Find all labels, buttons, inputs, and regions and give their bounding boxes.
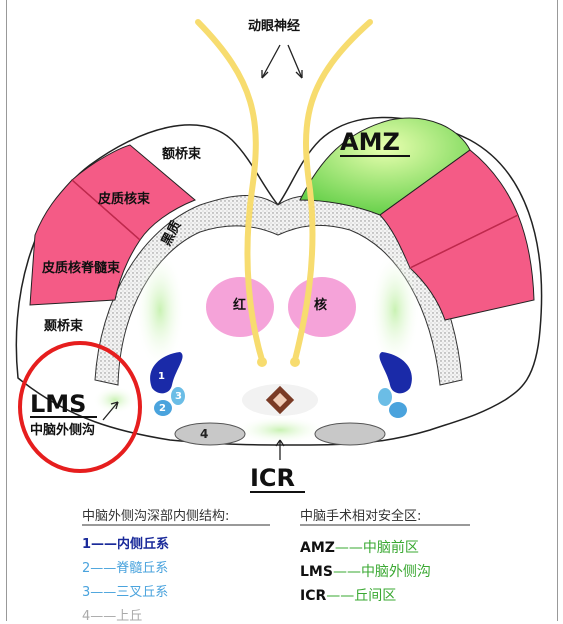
structure-number-3: 3: [175, 391, 182, 402]
left-green-glow: [135, 250, 185, 370]
legend-left-item-3: 3——三叉丘系: [82, 585, 169, 600]
amz-zone: [299, 117, 471, 216]
nerve-nucleus-right: [290, 357, 300, 367]
legend-left-item-1: 1——内侧丘系: [82, 537, 170, 552]
frontopontine-tract-label: 额桥束: [162, 147, 202, 162]
nerve-arrow-left: [261, 44, 281, 79]
tract-divider-right: [409, 214, 519, 269]
legend-right-item-amz: AMZ——中脑前区: [300, 540, 419, 556]
medial-lemniscus-right: [379, 352, 412, 394]
substantia-nigra-band: [94, 195, 463, 386]
legend-left-title: 中脑外侧沟深部内侧结构:: [82, 509, 230, 524]
frame-left-line: [6, 0, 7, 621]
legend-right-title: 中脑手术相对安全区:: [300, 509, 422, 524]
corticospinal-tract-label: 皮质核脊髓束: [42, 261, 121, 276]
structure-number-2: 2: [159, 403, 166, 414]
red-nucleus-right-label: 核: [314, 298, 328, 313]
right-pink-tract-lower: [409, 214, 535, 321]
lms-green-glow: [93, 386, 137, 414]
corticobulbar-tract-label: 皮质核束: [98, 192, 151, 207]
amz-label: AMZ: [340, 128, 400, 156]
icr-arrow: [275, 439, 285, 460]
superior-colliculus-right: [314, 422, 386, 446]
oculomotor-nerve-right: [292, 19, 373, 363]
red-nucleus-left: [206, 277, 274, 337]
icr-label: ICR: [250, 464, 296, 492]
icr-green-glow: [235, 416, 325, 444]
nerve-arrow-right: [287, 44, 303, 79]
lms-highlight-circle: [18, 341, 142, 473]
trigeminal-lemniscus-left: [171, 387, 185, 405]
legend-right-item-icr: ICR——丘间区: [300, 588, 397, 604]
trigeminal-lemniscus-right: [378, 388, 392, 406]
lms-label: LMS: [30, 390, 87, 418]
structure-number-1: 1: [158, 371, 165, 382]
corticobulbar-tract-area: [71, 144, 196, 241]
corticospinal-tract-area: [29, 179, 141, 306]
oculomotor-nerve-label: 动眼神经: [248, 19, 301, 34]
frame-right-line: [557, 0, 558, 621]
legend-left-item-4: 4——上丘: [82, 609, 143, 624]
lms-sub-label: 中脑外侧沟: [30, 423, 96, 438]
oculomotor-nerve-left: [195, 19, 265, 363]
right-green-glow: [370, 250, 420, 370]
legend-right-item-lms: LMS——中脑外侧沟: [300, 564, 431, 580]
superior-colliculus-left: [174, 422, 246, 446]
structure-number-4: 4: [200, 427, 209, 441]
temporopontine-tract-label: 颞桥束: [44, 319, 84, 334]
legend-left-item-2: 2——脊髓丘系: [82, 561, 169, 576]
lms-arrow: [102, 401, 119, 421]
nerve-nucleus-left: [257, 357, 267, 367]
spinal-lemniscus-left: [154, 400, 172, 416]
spinal-lemniscus-right: [389, 402, 407, 418]
tract-divider-left: [71, 179, 141, 241]
red-nucleus-left-label: 红: [233, 298, 247, 313]
medial-lemniscus-left: [150, 352, 183, 394]
